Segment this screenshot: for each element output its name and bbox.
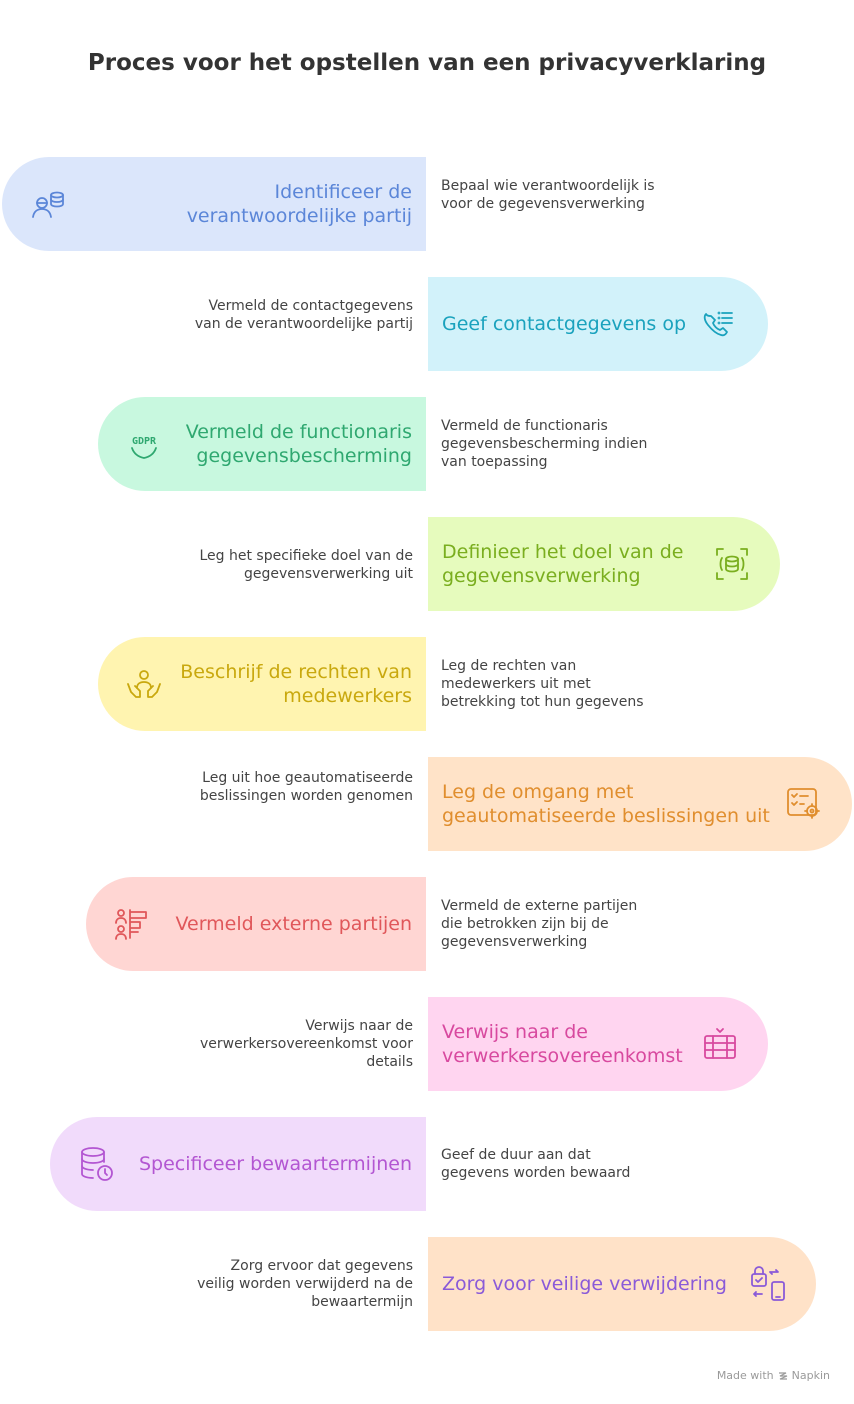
step-9-label: Specificeer bewaartermijnen	[138, 1153, 412, 1175]
made-with-napkin: Made with Napkin	[717, 1369, 830, 1382]
step-6-pill: Leg de omgang met geautomatiseerde besli…	[428, 757, 852, 851]
phone-list-icon	[698, 304, 738, 344]
svg-text:GDPR: GDPR	[132, 436, 157, 447]
step-5-description: Leg de rechten van medewerkers uit met b…	[441, 658, 644, 710]
napkin-brand: Napkin	[791, 1369, 830, 1382]
step-9-pill: Specificeer bewaartermijnen	[50, 1117, 426, 1211]
step-7-pill: Vermeld externe partijen	[86, 877, 426, 971]
step-1-pill: Identificeer de verantwoordelijke partij	[2, 157, 426, 251]
checklist-gear-icon	[784, 784, 824, 824]
lock-device-transfer-icon	[748, 1264, 788, 1304]
napkin-logo-icon	[778, 1371, 788, 1381]
step-4-description: Leg het specifieke doel van de gegevensv…	[199, 548, 413, 582]
step-10-description: Zorg ervoor dat gegevens veilig worden v…	[197, 1258, 413, 1310]
step-2-description: Vermeld de contactgegevens van de verant…	[194, 298, 413, 332]
step-1-description: Bepaal wie verantwoordelijk is voor de g…	[441, 178, 655, 212]
step-7-label: Vermeld externe partijen	[175, 913, 412, 935]
step-6-label: Leg de omgang met geautomatiseerde besli…	[442, 781, 770, 827]
step-6-description: Leg uit hoe geautomatiseerde beslissinge…	[199, 770, 413, 804]
step-8-description: Verwijs naar de verwerkersovereenkomst v…	[200, 1018, 413, 1070]
step-3-description: Vermeld de functionaris gegevensbescherm…	[441, 418, 648, 470]
made-with-text: Made with	[716, 1369, 774, 1382]
step-8-pill: Verwijs naar de verwerkersovereenkomst	[428, 997, 768, 1091]
step-7-description: Vermeld de externe partijen die betrokke…	[441, 898, 638, 950]
database-clock-icon	[76, 1144, 116, 1184]
step-1-label: Identificeer de verantwoordelijke partij	[186, 181, 412, 227]
hands-person-icon	[124, 664, 164, 704]
step-5-pill: Beschrijf de rechten van medewerkers	[98, 637, 426, 731]
step-2-label: Geef contactgegevens op	[442, 313, 687, 335]
step-4-pill: Definieer het doel van de gegevensverwer…	[428, 517, 780, 611]
step-10-label: Zorg voor veilige verwijdering	[442, 1273, 727, 1295]
step-4-label: Definieer het doel van de gegevensverwer…	[442, 541, 684, 587]
step-10-pill: Zorg voor veilige verwijdering	[428, 1237, 816, 1331]
step-8-label: Verwijs naar de verwerkersovereenkomst	[442, 1021, 683, 1067]
server-rack-icon	[700, 1024, 740, 1064]
step-3-pill: GDPR Vermeld de functionaris gegevensbes…	[98, 397, 426, 491]
step-2-pill: Geef contactgegevens op	[428, 277, 768, 371]
person-database-icon	[28, 184, 68, 224]
page-title: Proces voor het opstellen van een privac…	[87, 50, 767, 76]
database-focus-icon	[712, 544, 752, 584]
gdpr-shield-icon: GDPR	[124, 424, 164, 464]
step-9-description: Geef de duur aan dat gegevens worden bew…	[441, 1147, 631, 1181]
step-5-label: Beschrijf de rechten van medewerkers	[180, 661, 412, 707]
step-3-label: Vermeld de functionaris gegevensbescherm…	[185, 421, 412, 467]
people-list-icon	[112, 904, 152, 944]
